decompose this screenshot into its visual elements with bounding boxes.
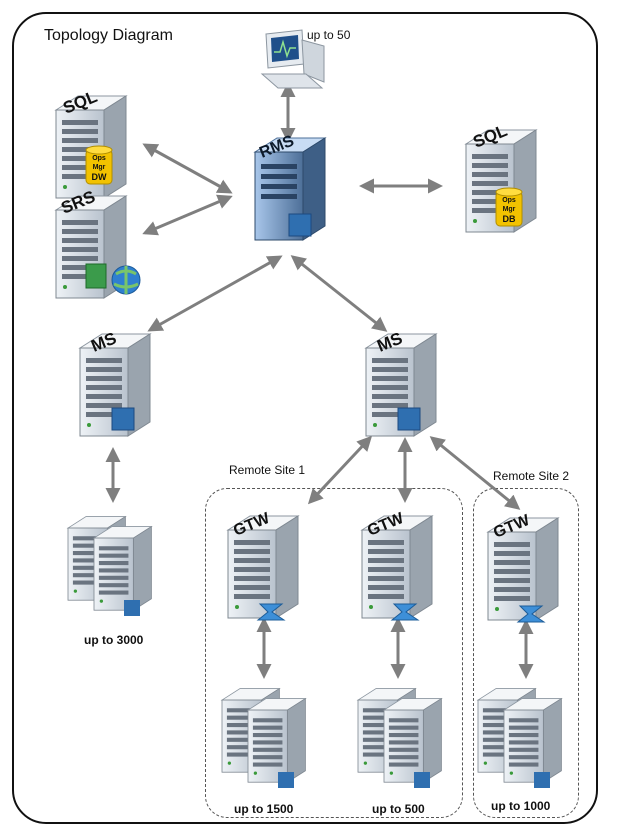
srs-server bbox=[55, 195, 141, 299]
remote-site-1-label: Remote Site 1 bbox=[229, 463, 306, 477]
console-count-label: up to 50 bbox=[307, 28, 351, 42]
arrow-sqldw-rms bbox=[142, 143, 233, 194]
management-icon bbox=[111, 407, 135, 431]
agents-gtw2-count-label: up to 500 bbox=[372, 802, 425, 816]
remote-site-2-box bbox=[473, 488, 579, 818]
database-icon bbox=[85, 145, 113, 185]
management-icon bbox=[397, 407, 421, 431]
gateway-icon bbox=[256, 603, 286, 621]
sql-dw-badge-line2: Mgr bbox=[93, 164, 106, 171]
ms-right-server bbox=[365, 333, 437, 437]
connection-arrows bbox=[105, 82, 534, 679]
agents-gtw3-count-label: up to 1000 bbox=[491, 799, 551, 813]
sql-db-server bbox=[465, 129, 537, 233]
agents-gtw1-count-label: up to 1500 bbox=[234, 802, 294, 816]
gateway-icon bbox=[390, 603, 420, 621]
management-icon bbox=[288, 213, 312, 237]
arrow-msright-gtw3 bbox=[429, 436, 521, 510]
sql-dw-badge-line1: Ops bbox=[92, 155, 106, 162]
gateway-icon bbox=[516, 605, 546, 623]
arrow-srs-rms bbox=[142, 194, 233, 236]
gtw2-server bbox=[361, 515, 433, 621]
gtw3-server bbox=[487, 517, 559, 623]
arrow-msright-gtw1 bbox=[307, 435, 373, 505]
agents-ms-left bbox=[68, 517, 151, 616]
agents-ms-count-label: up to 3000 bbox=[84, 633, 144, 647]
sql-dw-badge-line3: DW bbox=[92, 172, 107, 182]
report-icon bbox=[85, 263, 107, 289]
sql-db-badge-line3: DB bbox=[503, 214, 516, 224]
agents-gtw3 bbox=[478, 689, 561, 788]
sql-dw-server bbox=[55, 95, 127, 199]
ms-left-server bbox=[79, 333, 151, 437]
sql-db-badge-line1: Ops bbox=[502, 197, 516, 204]
arrow-rms-msleft bbox=[147, 255, 283, 332]
rms-server bbox=[253, 137, 327, 241]
remote-site-2-label: Remote Site 2 bbox=[493, 469, 570, 483]
gtw1-server bbox=[227, 515, 299, 621]
agents-gtw1 bbox=[222, 689, 305, 788]
diagram-title: Topology Diagram bbox=[44, 27, 173, 44]
database-icon bbox=[495, 187, 523, 227]
console-monitor-icon bbox=[260, 29, 325, 89]
arrow-rms-msright bbox=[290, 255, 388, 332]
agents-gtw2 bbox=[358, 689, 441, 788]
sql-db-badge-line2: Mgr bbox=[503, 206, 516, 213]
